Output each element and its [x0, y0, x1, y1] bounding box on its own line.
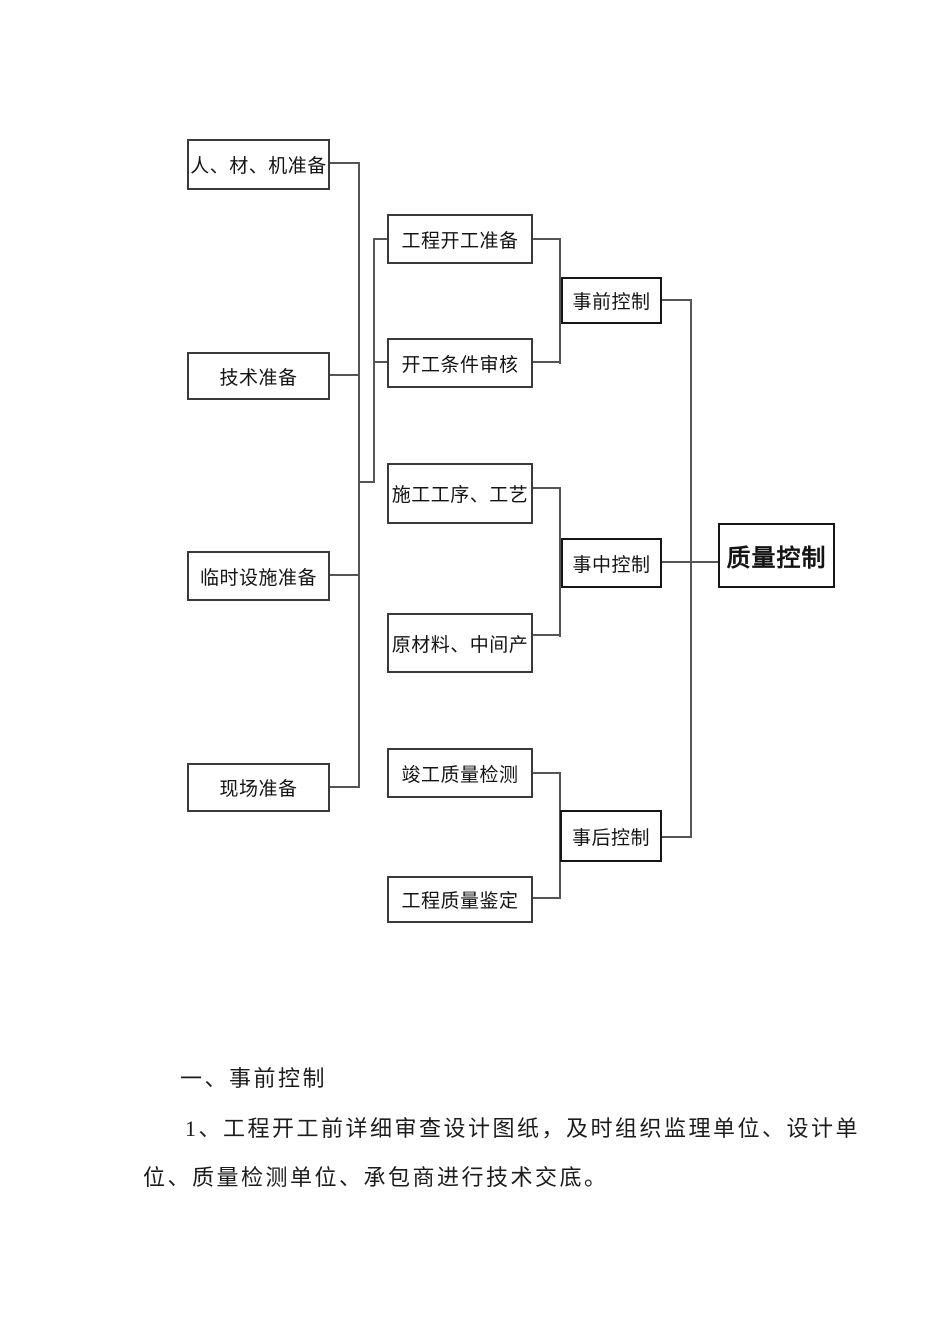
connector-line	[373, 238, 375, 483]
box-label: 人、材、机准备	[190, 156, 327, 177]
connector-line	[662, 561, 718, 563]
connector-line	[559, 238, 561, 364]
connector-line	[358, 162, 360, 788]
connector-line	[330, 374, 360, 376]
paragraph-line: 位、质量检测单位、承包商进行技术交底。	[143, 1165, 609, 1190]
box-label: 事前控制	[572, 292, 651, 313]
box-completion-quality-inspection: 竣工质量检测	[387, 748, 533, 798]
connector-line	[373, 238, 387, 240]
box-man-material-machine-prep: 人、材、机准备	[187, 139, 330, 190]
box-label: 技术准备	[219, 367, 298, 389]
box-label: 临时设施准备	[199, 567, 317, 589]
box-label: 竣工质量检测	[401, 764, 519, 786]
box-label: 工程开工准备	[401, 230, 519, 252]
connector-line	[662, 836, 691, 838]
connector-line	[533, 361, 561, 363]
connector-line	[330, 574, 360, 576]
connector-line	[533, 487, 561, 489]
box-quality-control: 质量控制	[718, 523, 835, 588]
box-construction-procedure-technique: 施工工序、工艺	[387, 463, 533, 524]
box-label: 施工工序、工艺	[391, 485, 529, 506]
box-site-prep: 现场准备	[187, 763, 330, 812]
box-technical-prep: 技术准备	[187, 352, 330, 400]
connector-line	[533, 238, 561, 240]
box-post-control: 事后控制	[560, 810, 662, 862]
paragraph-line: 1、工程开工前详细审查设计图纸，及时组织监理单位、设计单	[185, 1116, 861, 1141]
box-pre-control: 事前控制	[561, 277, 662, 324]
connector-line	[330, 786, 360, 788]
connector-line	[358, 481, 375, 483]
box-project-start-prep: 工程开工准备	[387, 214, 533, 264]
connector-line	[690, 299, 692, 838]
connector-line	[330, 162, 360, 164]
connector-line	[373, 361, 387, 363]
connector-line	[559, 487, 561, 637]
box-label: 开工条件审核	[401, 354, 519, 376]
box-raw-materials-intermediate-products: 原材料、中间产	[387, 613, 533, 673]
box-label: 现场准备	[219, 779, 298, 800]
connector-line	[533, 772, 561, 774]
box-project-quality-appraisal: 工程质量鉴定	[387, 876, 533, 923]
box-temporary-facilities-prep: 临时设施准备	[187, 551, 330, 601]
box-label: 工程质量鉴定	[401, 891, 519, 912]
box-label: 事后控制	[571, 827, 650, 849]
section-heading: 一、事前控制	[180, 1066, 328, 1091]
box-label: 原材料、中间产	[391, 634, 529, 656]
box-start-conditions-review: 开工条件审核	[387, 338, 533, 388]
connector-line	[533, 897, 561, 899]
connector-line	[533, 634, 561, 636]
box-in-process-control: 事中控制	[561, 538, 662, 588]
connector-line	[662, 299, 691, 301]
box-label: 事中控制	[572, 554, 651, 576]
box-label: 质量控制	[726, 545, 827, 572]
